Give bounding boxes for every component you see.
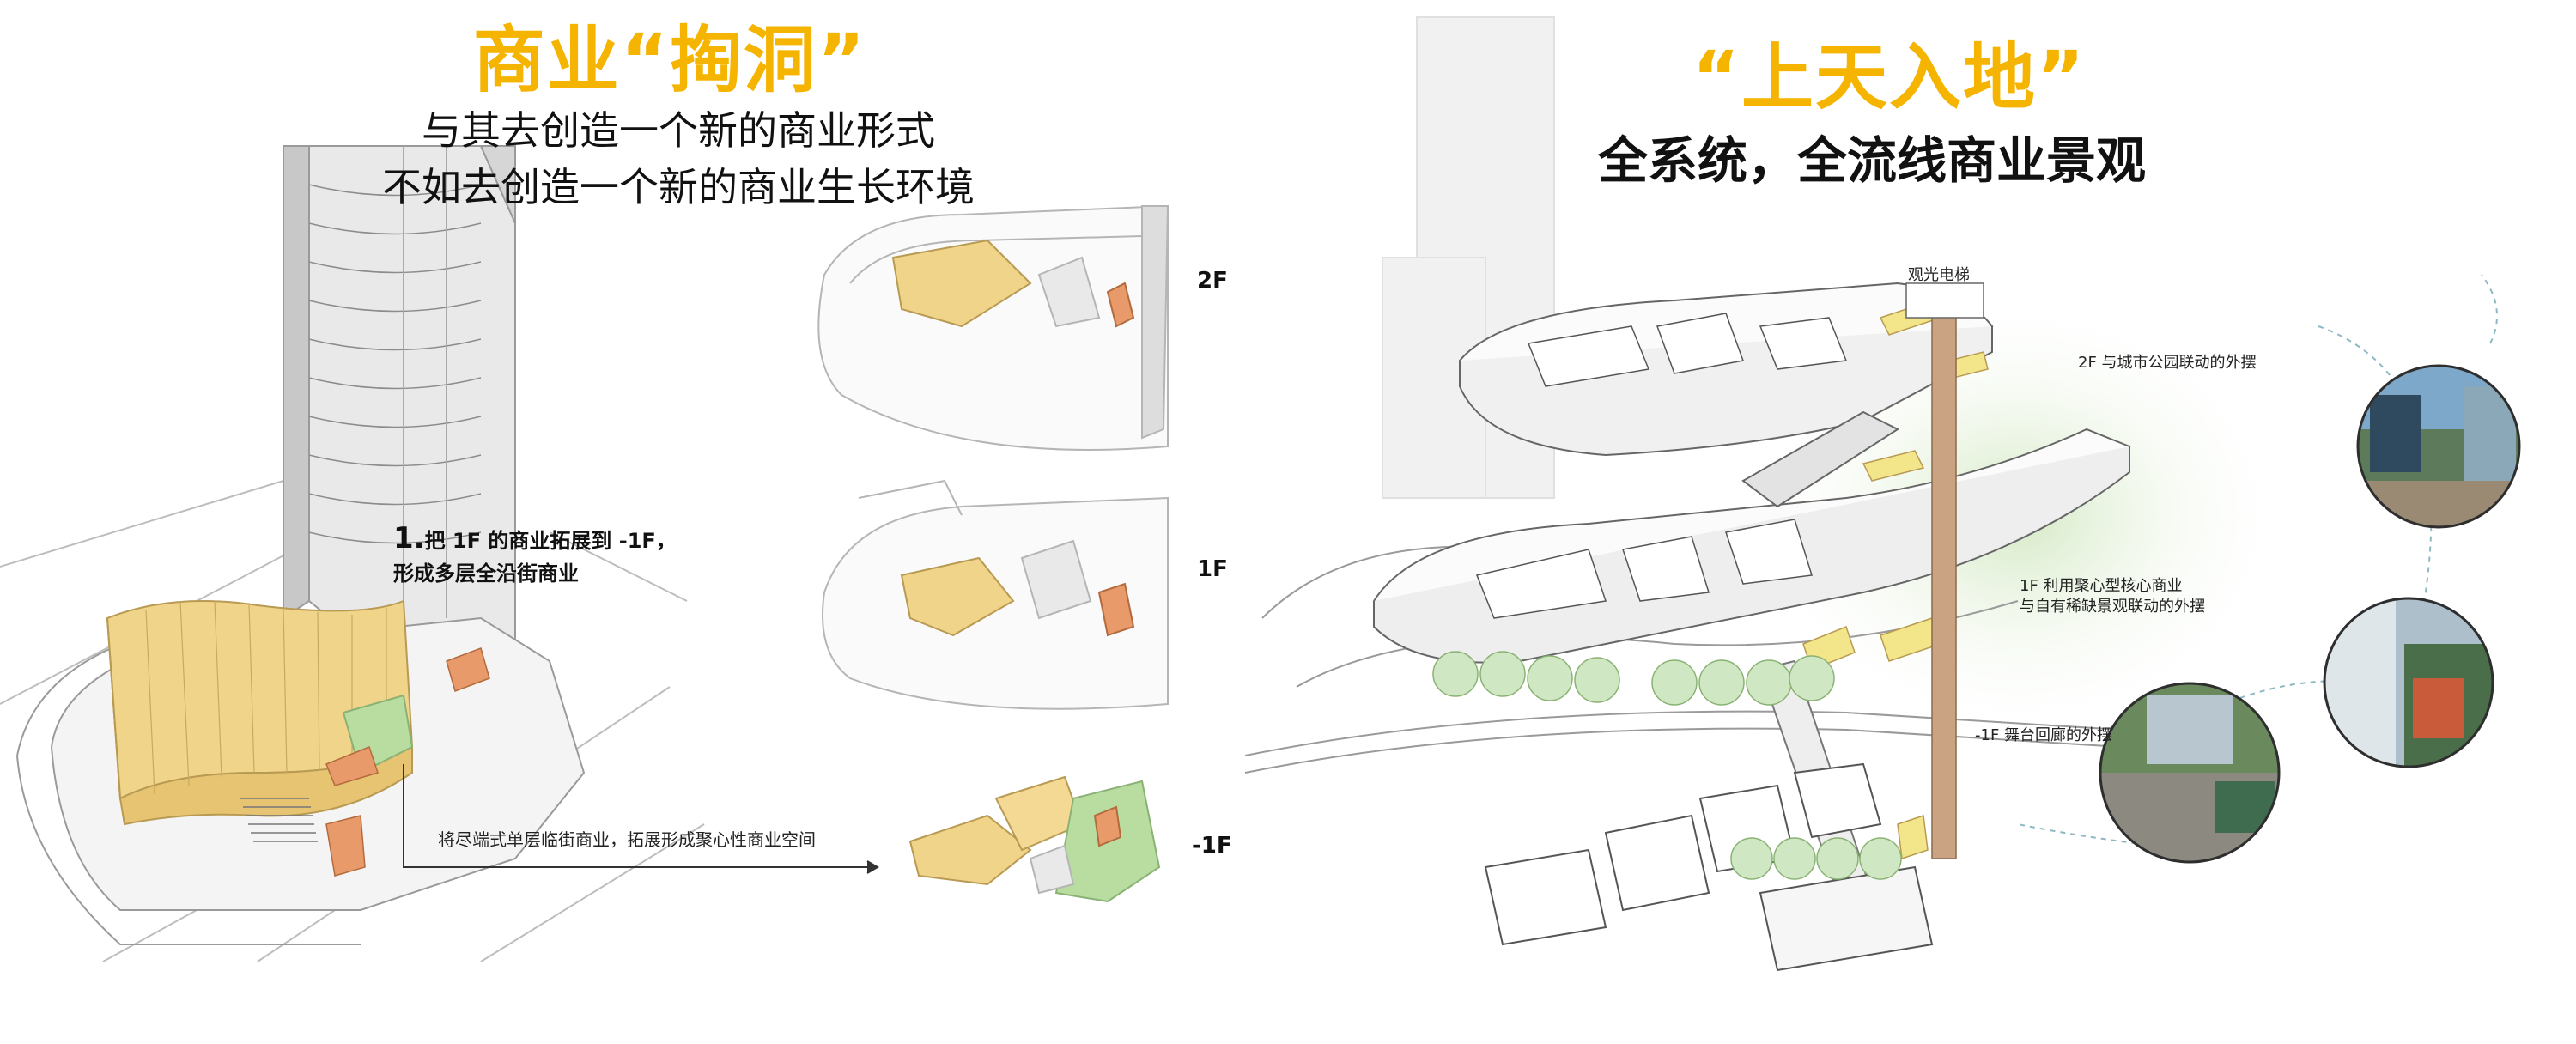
- left-axonometric-drawing: [0, 145, 1170, 962]
- mid-volumes: [1475, 519, 1813, 619]
- escalator-ramp: [1741, 410, 1900, 508]
- slab-2f: [1458, 282, 1994, 457]
- arrow-note: 将尽端式单层临街商业，拓展形成聚心性商业空间: [438, 829, 816, 850]
- commercial-block: [106, 599, 414, 826]
- outdoor-seating-orange: [325, 647, 490, 877]
- trees: [1432, 651, 1902, 880]
- photo-circle-2f: [2356, 364, 2521, 529]
- left-subtitle-line2: 不如去创造一个新的商业生长环境: [382, 164, 975, 210]
- rooftop-volumes: [1527, 313, 1848, 387]
- step-number: 1.: [393, 521, 425, 555]
- step-line2: 形成多层全沿街商业: [393, 561, 579, 586]
- tower-floor-lines: [308, 184, 482, 544]
- slab-b1f: [1484, 762, 1934, 972]
- thumbnail-2f: [817, 204, 1170, 451]
- facade-mullions: [145, 600, 387, 795]
- step-line1: 把 1F 的商业拓展到 -1F，: [424, 529, 677, 553]
- thumbnail-b1f: [908, 775, 1161, 903]
- tower: [283, 145, 516, 714]
- annotation-1f-line1: 1F 利用聚心型核心商业: [2020, 577, 2183, 595]
- annotation-elevator: 观光电梯: [1908, 266, 1970, 284]
- annotation-1f-line2: 与自有稀缺景观联动的外摆: [2020, 598, 2205, 616]
- right-title: “上天入地”: [1692, 35, 2087, 119]
- step-annotation: 1.把 1F 的商业拓展到 -1F， 形成多层全沿街商业: [393, 522, 677, 590]
- left-title: 商业“掏洞”: [472, 18, 867, 102]
- right-subtitle: 全系统，全流线商业景观: [1597, 131, 2146, 190]
- photo-circle-b1f: [2099, 682, 2281, 864]
- left-subtitle-line1: 与其去创造一个新的商业形式: [422, 107, 935, 154]
- floor-label-1f: 1F: [1197, 556, 1228, 582]
- floor-label-2f: 2F: [1197, 268, 1228, 294]
- photo-circle-1f: [2323, 597, 2494, 768]
- sightseeing-elevator: [1905, 282, 1984, 859]
- right-axonometric-drawing: [1245, 16, 2498, 972]
- annotation-2f: 2F 与城市公园联动的外摆: [2078, 354, 2257, 372]
- stairs: [240, 798, 318, 842]
- thumbnail-1f: [822, 479, 1169, 710]
- annotation-b1f: -1F 舞台回廊的外摆: [1975, 726, 2113, 744]
- expand-arrow: [403, 764, 879, 874]
- floor-label-b1f: -1F: [1192, 833, 1232, 859]
